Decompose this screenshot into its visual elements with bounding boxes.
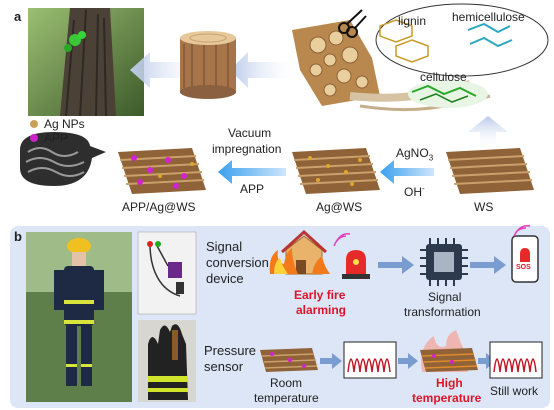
arrow-row2-2: [398, 353, 418, 369]
signal-conversion-title-2: conversion: [206, 255, 269, 270]
impregnation-label: impregnation: [212, 142, 282, 156]
hemicellulose-label: hemicellulose: [452, 10, 525, 24]
signal-conversion-title-1: Signal: [206, 239, 243, 254]
cellulose-label: cellulose: [420, 70, 467, 84]
agno3-label: AgNO3: [396, 146, 434, 163]
ws-label: WS: [474, 200, 494, 214]
arrow-row2-1: [320, 353, 342, 369]
siren-icon: [342, 250, 370, 279]
glove-photo: [138, 320, 196, 402]
scissors-icon: [338, 9, 367, 38]
high-temperature-label: temperature: [412, 391, 482, 405]
arrow-row1-2: [470, 256, 506, 274]
panel-a-graphics: [20, 3, 549, 194]
alarming-label: alarming: [296, 303, 347, 317]
firefighter-photo: [26, 232, 132, 402]
ag-ws-stack: [292, 148, 380, 194]
tree-photo: [28, 8, 144, 117]
arrow-blue-1: [380, 160, 434, 184]
molecule-bubble: [375, 3, 549, 108]
high-label: High: [436, 376, 463, 390]
sensor-room-stack: [260, 348, 318, 372]
still-work-label: Still work: [490, 384, 539, 398]
signal-label: Signal: [428, 290, 462, 304]
signal-arcs-icon: [333, 233, 351, 247]
app-ag-ws-label: APP/Ag@WS: [122, 200, 196, 214]
house-fire-icon: [269, 229, 330, 275]
arrow-blue-2: [218, 160, 286, 184]
arrow-chevron-2: [230, 52, 300, 88]
panel-a-label: a: [14, 9, 22, 24]
arrow-up-ws: [468, 116, 508, 150]
sem-image: [20, 132, 106, 186]
vacuum-label: Vacuum: [228, 126, 272, 140]
signal-conversion-title-3: device: [206, 271, 244, 286]
chip-icon: [420, 238, 468, 286]
legend-dot-app: [30, 134, 38, 142]
app-process-label: APP: [240, 182, 265, 196]
pressure-sensor-title-1: Pressure: [204, 343, 257, 358]
lignin-label: lignin: [398, 14, 427, 28]
pressure-sensor-title-2: sensor: [204, 359, 244, 374]
legend-dot-ag: [30, 120, 38, 128]
app-ag-ws-stack: [118, 148, 206, 194]
room-label: Room: [270, 376, 303, 390]
arrow-row2-3: [478, 353, 496, 369]
phone-sos-text: SOS: [516, 264, 531, 271]
circuit-photo: [137, 231, 197, 315]
arrow-chevron-1: [130, 52, 210, 88]
legend-app-label: APP: [44, 131, 69, 145]
waveform-high: [489, 341, 543, 379]
legend-ag-label: Ag NPs: [44, 117, 85, 131]
early-fire-label: Early fire: [294, 288, 346, 302]
sensor-flame-stack: [420, 330, 478, 372]
ag-ws-label: Ag@WS: [316, 200, 363, 214]
wood-log: [180, 31, 236, 99]
transformation-label: transformation: [404, 305, 481, 319]
waveform-room: [343, 341, 397, 379]
arrow-row1-1: [378, 256, 414, 274]
oh-label: OH-: [404, 184, 425, 199]
panel-b-label: b: [14, 229, 22, 244]
ws-stack: [446, 148, 534, 194]
phone-icon: [511, 224, 539, 283]
room-temperature-label: temperature: [254, 391, 319, 405]
